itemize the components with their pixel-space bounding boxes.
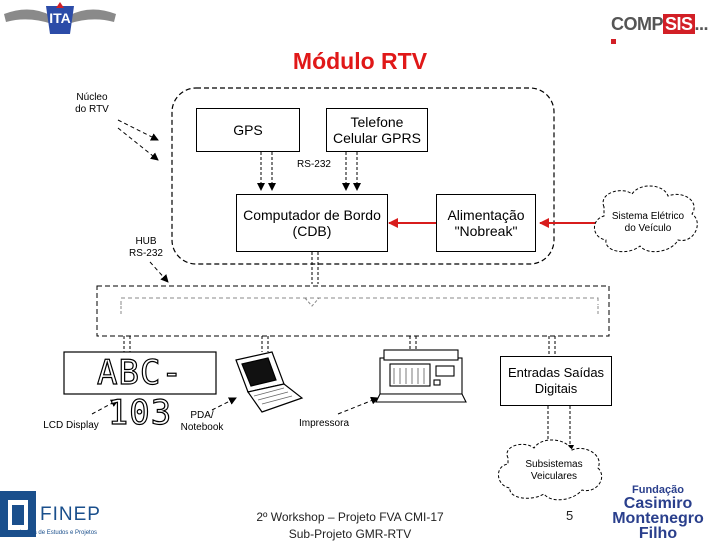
footer-text: 2º Workshop – Projeto FVA CMI-17 Sub-Pro… [230, 509, 470, 543]
page-number: 5 [566, 508, 574, 523]
entradas-saidas-box: Entradas Saídas Digitais [500, 356, 612, 406]
fundacao-logo-line2: Casimiro [623, 495, 693, 512]
compsis-mark [611, 39, 616, 44]
hub-label: HUB RS-232 [129, 236, 163, 259]
cdb-hub-link [311, 252, 319, 284]
cdb-box: Computador de Bordo (CDB) [236, 194, 388, 252]
notebook-icon [235, 351, 304, 413]
alimentacao-box: Alimentação "Nobreak" [436, 194, 536, 252]
subsistemas-cloud [498, 439, 603, 501]
printer-label: Impressora [298, 418, 349, 429]
fundacao-logo-line4: Filho [638, 525, 678, 542]
sistema-eletrico-label: Sistema Elétrico do Veículo [611, 211, 685, 234]
finep-logo-name: FINEP [40, 504, 101, 525]
ita-logo-icon [4, 2, 116, 34]
rs232-connectors [257, 145, 361, 191]
entradas-subsistemas-links [544, 399, 574, 453]
lcd-display-label: LCD Display [43, 420, 99, 431]
printer-pointer [337, 396, 379, 415]
hub-region [96, 285, 610, 337]
footer-line-1: 2º Workshop – Projeto FVA CMI-17 [256, 510, 444, 524]
fundacao-logo-line1: Fundação [632, 484, 684, 496]
finep-logo-icon [0, 491, 36, 537]
fundacao-logo: Fundação Casimiro Montenegro Filho [596, 484, 720, 542]
lcd-display-text: ABC-103 [96, 352, 183, 433]
printer-icon [375, 349, 467, 403]
sistema-eletrico-cloud [594, 185, 698, 253]
ita-logo-text: ITA [49, 10, 71, 26]
telefone-box: Telefone Celular GPRS [326, 108, 428, 152]
hub-pointer [149, 261, 169, 283]
finep-logo-tagline: Financiadora de Estudos e Projetos [2, 530, 98, 536]
lcd-display-frame [63, 351, 217, 395]
hub-center-drop [304, 297, 320, 307]
subsistemas-label: Subsistemas Veiculares [525, 459, 583, 482]
compsis-logo-suffix: ... [694, 14, 709, 34]
hub-inner-bus [120, 297, 599, 305]
lcd-pointer [91, 399, 119, 415]
gps-box: GPS [196, 108, 300, 152]
page-title: Módulo RTV [292, 48, 428, 74]
nucleo-label: Núcleo do RTV [75, 92, 109, 115]
fundacao-logo-line3: Montenegro [612, 510, 704, 527]
nucleo-pointer [117, 119, 159, 141]
footer-line-2: Sub-Projeto GMR-RTV [288, 527, 412, 541]
compsis-logo-part2: SIS [663, 14, 695, 34]
pda-pointer [211, 397, 237, 411]
rs232-label: RS-232 [290, 159, 338, 171]
compsis-logo-part1: COMP [611, 14, 664, 34]
pda-notebook-label: PDA/ Notebook [180, 410, 224, 433]
nucleo-pointer-2 [117, 127, 159, 161]
